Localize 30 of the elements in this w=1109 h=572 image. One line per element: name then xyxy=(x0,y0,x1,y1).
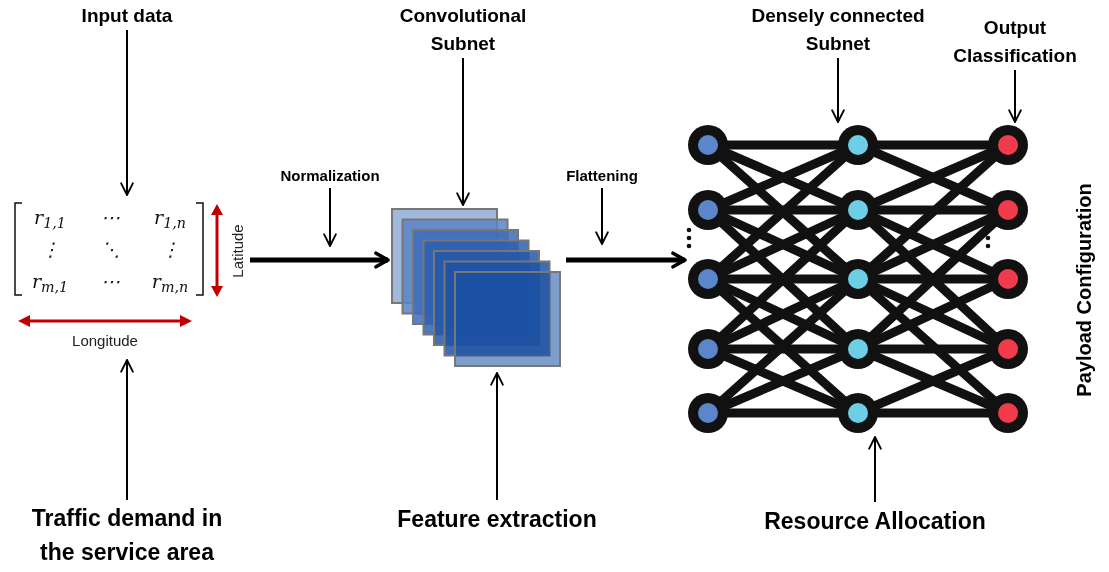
node-label: Feature extraction xyxy=(362,500,632,538)
arrow xyxy=(1008,69,1022,123)
arrow xyxy=(868,436,882,503)
axis-label: Longitude xyxy=(72,331,138,351)
matrix-entry: r$_{1,n}$ xyxy=(154,205,186,229)
matrix-entry: ⋮ xyxy=(160,237,180,261)
matrix-entry: r$_{1,1}$ xyxy=(34,205,66,229)
arrow xyxy=(120,359,134,501)
matrix-entry: ⋯ xyxy=(100,269,120,293)
node-label: Normalization xyxy=(262,164,398,188)
node-label: Traffic demand in the service area xyxy=(18,500,236,570)
arrow xyxy=(490,372,504,501)
node-label: Input data xyxy=(62,2,192,30)
node-label: Convolutional Subnet xyxy=(383,2,543,58)
arrow xyxy=(595,187,609,245)
matrix-entry: ⋯ xyxy=(100,205,120,229)
arrow xyxy=(831,57,845,123)
matrix-entry: ⋱ xyxy=(100,237,120,261)
matrix-entry: ⋮ xyxy=(40,237,60,261)
arrow xyxy=(120,29,134,196)
side-label: Payload Configuration xyxy=(1072,183,1096,397)
axis-label: Latitude xyxy=(228,224,247,278)
node-label: Flattening xyxy=(547,164,657,188)
arrow xyxy=(456,57,470,206)
node-label: Resource Allocation xyxy=(733,502,1017,540)
arrow xyxy=(323,187,337,247)
matrix-entry: r$_{m,1}$ xyxy=(31,269,69,293)
arrow xyxy=(250,251,390,269)
arrow xyxy=(566,251,687,269)
matrix-entry: r$_{m,n}$ xyxy=(151,269,189,293)
